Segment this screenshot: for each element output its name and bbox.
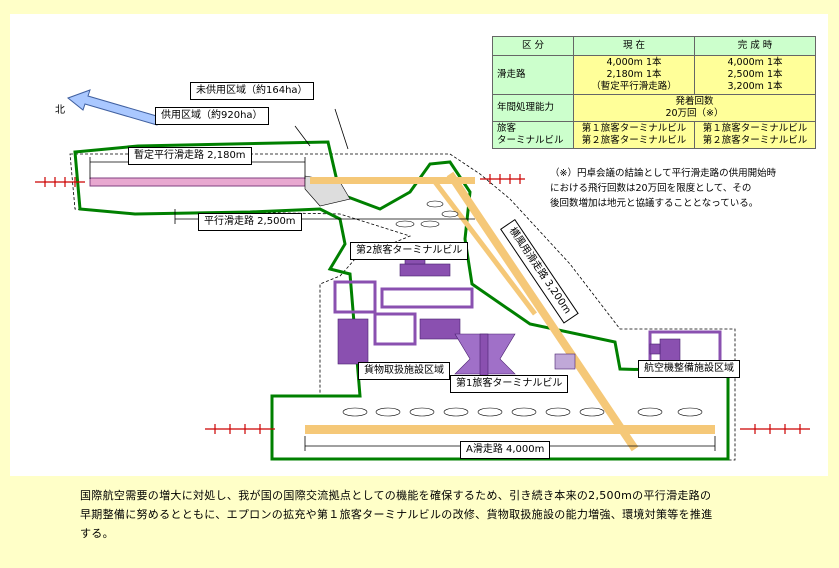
north-label: 北 — [55, 105, 65, 116]
north-arrow-icon — [66, 89, 161, 126]
runway-a-label: A滑走路 4,000m — [460, 441, 551, 459]
caption-text: 国際航空需要の増大に対処し、我が国の国際交流拠点としての機能を確保するため、引き… — [80, 489, 713, 540]
row-runway-key: 滑走路 — [492, 55, 574, 95]
row-terminal-final: 第１旅客ターミナルビル第２旅客ターミナルビル — [694, 121, 816, 149]
temporary-parallel-runway — [89, 177, 306, 187]
airport-layout-svg — [35, 89, 810, 461]
facility-buildings — [333, 253, 722, 380]
maintenance-area-label: 航空機整備施設区域 — [638, 360, 740, 378]
terminal1-label: 第1旅客ターミナルビル — [450, 375, 569, 393]
row-terminal-key: 旅客ターミナルビル — [492, 121, 574, 149]
apron-taxiways — [342, 200, 703, 417]
row-capacity-key: 年間処理能力 — [492, 94, 574, 122]
crosswind-runway-parallel — [433, 180, 537, 316]
approach-lights — [35, 174, 810, 434]
header-final: 完 成 時 — [694, 36, 816, 56]
parallel-runway-label: 平行滑走路 2,500m — [198, 213, 302, 231]
future-runway-extension — [310, 177, 475, 184]
airport-map: 北 未供用区域（約164ha） 供用区域（約920ha） 暫定平行滑走路 2,1… — [10, 14, 828, 476]
cargo-area-label: 貨物取扱施設区域 — [358, 362, 450, 380]
used-area-label: 供用区域（約920ha） — [155, 107, 269, 125]
unused-area-label: 未供用区域（約164ha） — [190, 82, 314, 100]
runway-a — [305, 425, 715, 434]
temp-runway-label: 暫定平行滑走路 2,180m — [128, 147, 252, 165]
terminal2-label: 第2旅客ターミナルビル — [350, 242, 469, 260]
header-category: 区 分 — [492, 36, 574, 56]
crosswind-runway — [446, 171, 639, 452]
footnote: （※）円卓会議の結論として平行滑走路の供用開始時における飛行回数は20万回を限度… — [550, 168, 777, 209]
header-current: 現 在 — [573, 36, 695, 56]
row-terminal-current: 第１旅客ターミナルビル第２旅客ターミナルビル — [573, 121, 695, 149]
